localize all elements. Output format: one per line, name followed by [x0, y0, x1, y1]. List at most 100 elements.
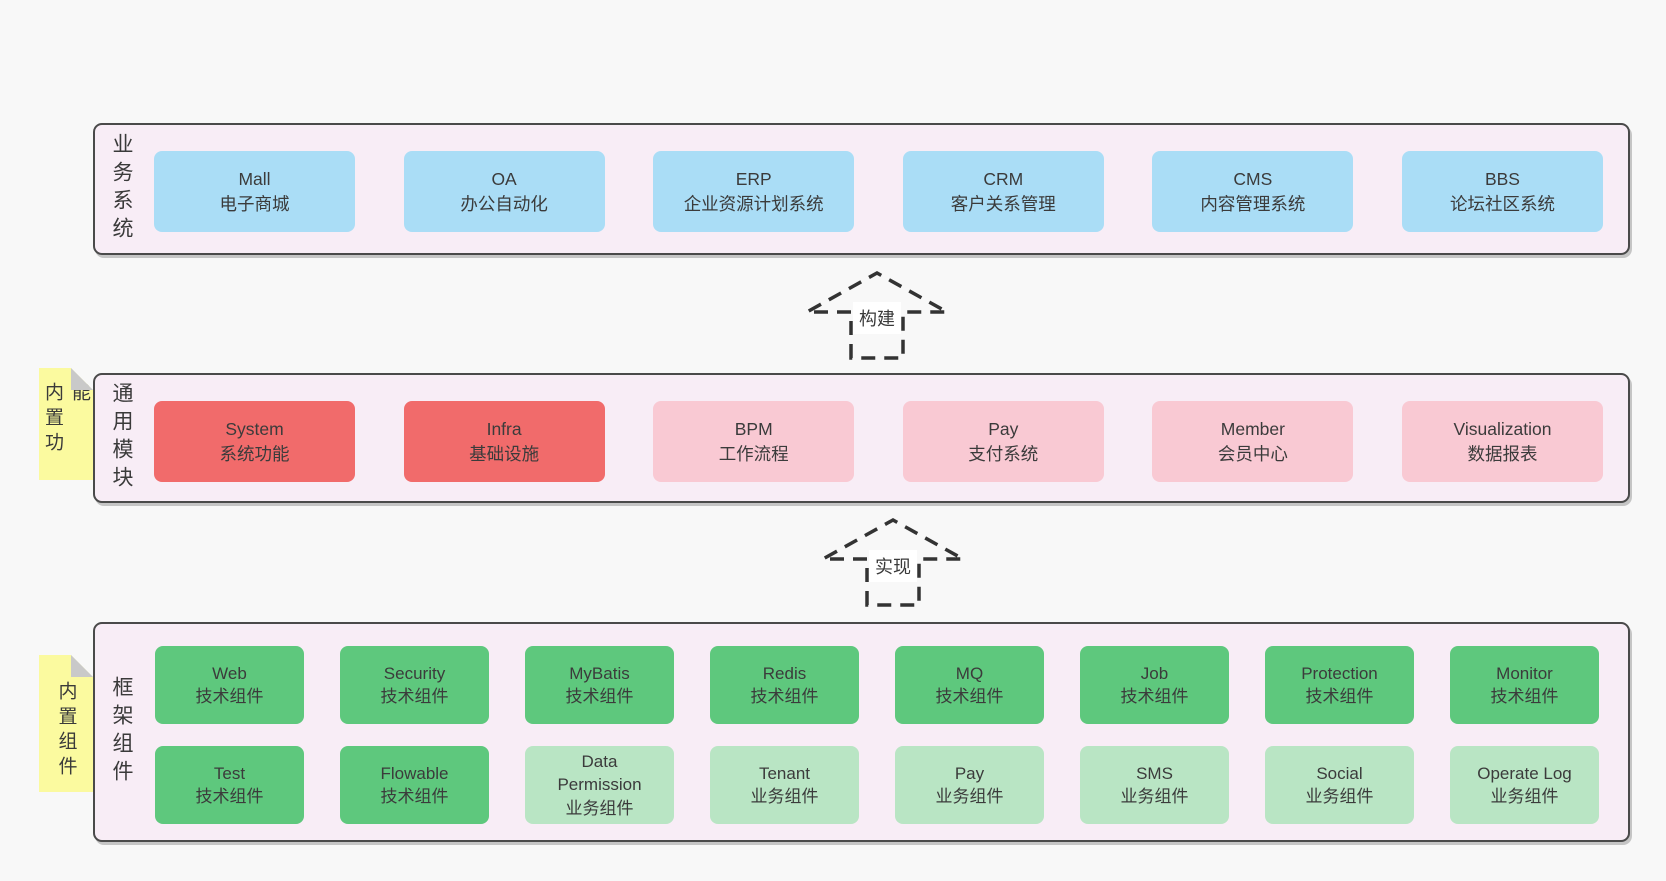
- box-subtitle: 客户关系管理: [950, 193, 1056, 214]
- box-subtitle: 技术组件: [1490, 687, 1559, 706]
- box-title: Test: [213, 763, 246, 783]
- layer-common-modules: 通用模块 System 系统功能 Infra 基础设施 BPM 工作流程 Pay…: [93, 373, 1630, 503]
- box-title: Pay: [954, 763, 985, 783]
- box-pay: Pay 支付系统: [902, 401, 1104, 482]
- implement-arrow-outline: [816, 517, 970, 607]
- box-subtitle: 电子商城: [219, 193, 290, 214]
- box-subtitle: 业务组件: [1490, 787, 1559, 806]
- box-title: Tenant: [758, 763, 811, 783]
- box-title: Data Permission: [557, 751, 642, 795]
- box-title: CMS: [1233, 168, 1273, 189]
- box-visualization: Visualization 数据报表: [1401, 401, 1603, 482]
- business-row: Mall 电子商城 OA 办公自动化 ERP 企业资源计划系统 CRM 客户关系…: [154, 151, 1603, 232]
- layer-business-side-label-text: 业务系统: [110, 133, 133, 245]
- box-subtitle: 企业资源计划系统: [683, 193, 824, 214]
- box-subtitle: 论坛社区系统: [1449, 193, 1555, 214]
- box-title: System: [225, 418, 284, 439]
- box-tenant: Tenant 业务组件: [710, 746, 859, 824]
- layer-components-side-label-text: 框架组件: [110, 676, 133, 788]
- box-test: Test 技术组件: [155, 746, 304, 824]
- box-mybatis: MyBatis 技术组件: [525, 646, 674, 724]
- box-sms: SMS 业务组件: [1080, 746, 1229, 824]
- box-subtitle: 技术组件: [195, 787, 264, 806]
- box-title: Flowable: [380, 763, 449, 783]
- box-erp: ERP 企业资源计划系统: [653, 151, 855, 232]
- box-subtitle: 技术组件: [935, 687, 1004, 706]
- implement-arrow: [816, 517, 970, 607]
- build-arrow: [800, 270, 954, 360]
- layer-business-systems: 业务系统 Mall 电子商城 OA 办公自动化 ERP 企业资源计划系统 CRM…: [93, 123, 1630, 255]
- box-title: MQ: [955, 663, 984, 683]
- box-subtitle: 支付系统: [968, 443, 1039, 464]
- box-title: Social: [1316, 763, 1363, 783]
- build-arrow-label: 构建: [853, 302, 901, 334]
- box-subtitle: 数据报表: [1467, 443, 1538, 464]
- box-subtitle: 办公自动化: [460, 193, 548, 214]
- box-title: Member: [1220, 418, 1285, 439]
- box-bbs: BBS 论坛社区系统: [1401, 151, 1603, 232]
- box-title: Infra: [486, 418, 522, 439]
- box-subtitle: 会员中心: [1217, 443, 1288, 464]
- box-subtitle: 技术组件: [380, 687, 449, 706]
- box-title: CRM: [983, 168, 1024, 189]
- box-title: MyBatis: [569, 663, 630, 683]
- layer-components-side-label: 框架组件: [97, 624, 145, 840]
- implement-arrow-label: 实现: [869, 550, 917, 582]
- sticky-note-fold: [71, 368, 93, 390]
- box-subtitle: 工作流程: [718, 443, 789, 464]
- box-title: Pay: [988, 418, 1019, 439]
- box-security: Security 技术组件: [340, 646, 489, 724]
- box-title: Mall: [238, 168, 271, 189]
- box-title: Monitor: [1496, 663, 1553, 683]
- box-job: Job 技术组件: [1080, 646, 1229, 724]
- box-system: System 系统功能: [154, 401, 355, 482]
- box-crm: CRM 客户关系管理: [902, 151, 1104, 232]
- box-title: BBS: [1484, 168, 1520, 189]
- box-title: Web: [212, 663, 247, 683]
- sticky-note-built-in-components: 内置组件: [39, 655, 93, 792]
- box-mall: Mall 电子商城: [154, 151, 355, 232]
- box-title: SMS: [1136, 763, 1173, 783]
- box-oa: OA 办公自动化: [403, 151, 605, 232]
- box-title: OA: [491, 168, 517, 189]
- box-title: Job: [1140, 663, 1169, 683]
- box-subtitle: 业务组件: [1305, 787, 1374, 806]
- box-data-permission: Data Permission 业务组件: [525, 746, 674, 824]
- box-subtitle: 业务组件: [565, 798, 634, 818]
- layer-business-side-label: 业务系统: [97, 125, 145, 253]
- box-subtitle: 技术组件: [565, 687, 634, 706]
- box-redis: Redis 技术组件: [710, 646, 859, 724]
- box-infra: Infra 基础设施: [403, 401, 605, 482]
- box-subtitle: 技术组件: [750, 687, 819, 706]
- sticky-note-fold: [71, 655, 93, 677]
- layer-framework-components: 框架组件 Web 技术组件 Security 技术组件 MyBatis 技术组件…: [93, 622, 1630, 842]
- box-bpm: BPM 工作流程: [653, 401, 855, 482]
- build-arrow-outline: [800, 270, 954, 360]
- box-title: Protection: [1301, 663, 1378, 683]
- box-subtitle: 技术组件: [1305, 687, 1374, 706]
- box-web: Web 技术组件: [155, 646, 304, 724]
- box-protection: Protection 技术组件: [1265, 646, 1414, 724]
- box-subtitle: 技术组件: [380, 787, 449, 806]
- components-row-2: Test 技术组件 Flowable 技术组件 Data Permission …: [155, 746, 1599, 824]
- modules-row: System 系统功能 Infra 基础设施 BPM 工作流程 Pay 支付系统…: [154, 401, 1603, 482]
- box-member: Member 会员中心: [1152, 401, 1354, 482]
- box-subtitle: 技术组件: [1120, 687, 1189, 706]
- box-flowable: Flowable 技术组件: [340, 746, 489, 824]
- box-subtitle: 系统功能: [219, 443, 290, 464]
- box-operate-log: Operate Log 业务组件: [1450, 746, 1599, 824]
- box-subtitle: 业务组件: [750, 787, 819, 806]
- box-title: ERP: [735, 168, 772, 189]
- box-title: BPM: [734, 418, 773, 439]
- box-cms: CMS 内容管理系统: [1152, 151, 1354, 232]
- box-title: Redis: [762, 663, 807, 683]
- layer-modules-side-label: 通用模块: [97, 375, 145, 501]
- box-monitor: Monitor 技术组件: [1450, 646, 1599, 724]
- box-title: Operate Log: [1477, 763, 1572, 783]
- components-row-1: Web 技术组件 Security 技术组件 MyBatis 技术组件 Redi…: [155, 646, 1599, 724]
- box-subtitle: 技术组件: [195, 687, 264, 706]
- box-pay-biz: Pay 业务组件: [895, 746, 1044, 824]
- layer-modules-side-label-text: 通用模块: [110, 382, 133, 494]
- box-subtitle: 业务组件: [1120, 787, 1189, 806]
- sticky-note-text: 内置组件: [55, 680, 77, 781]
